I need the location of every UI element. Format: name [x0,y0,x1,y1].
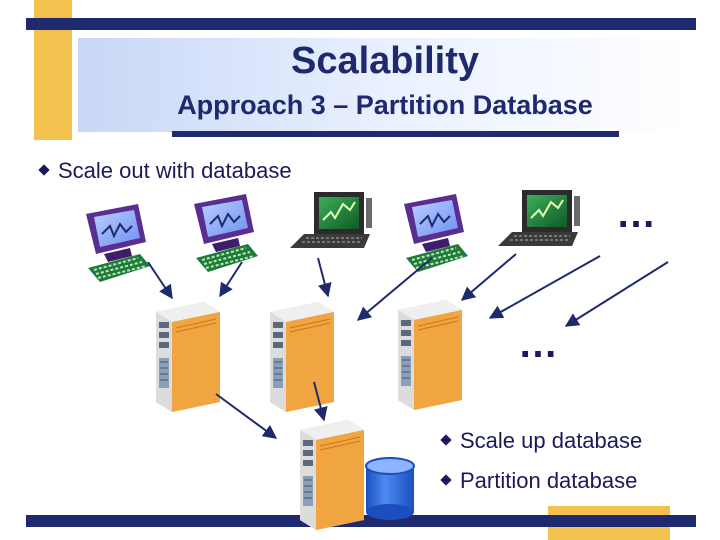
slide-subtitle: Approach 3 – Partition Database [177,90,593,120]
side-bullet-partition: Partition database [440,468,638,494]
side-bullet-text: Scale up database [460,428,643,453]
arrow-client3-server2 [317,257,332,298]
server-tower-icon [155,301,221,413]
arrow-more-clients-more-servers [564,261,669,327]
connection-arrows [147,253,669,439]
arrow-client1-server1 [147,261,173,300]
bullet-diamond-icon [440,474,452,486]
arrow-more-clients-server3 [488,255,601,319]
client-monitor-keyboard-icon [403,193,469,273]
side-bullet-scale-up: Scale up database [440,428,643,454]
arrow-client5-server3 [460,253,517,301]
server-tower-icon [269,301,335,413]
client-monitor-keyboard-icon [193,193,259,273]
more-servers-ellipsis: … [518,322,560,366]
side-bullet-text: Partition database [460,468,638,493]
server-tower-icon [299,419,365,531]
client-laptop-icon [289,191,373,249]
database-cylinder-icon [365,457,415,520]
client-laptop-icon [497,189,581,247]
arrow-client2-server1 [219,261,243,298]
server-tower-icon [397,299,463,411]
arrow-server1-bottom-server [215,393,278,439]
main-bullet: Scale out with database [38,158,292,184]
more-clients-ellipsis: … [616,192,658,236]
client-monitor-keyboard-icon [85,203,151,283]
arrow-client4-server2 [356,257,433,321]
bullet-diamond-icon [440,434,452,446]
main-bullet-text: Scale out with database [58,158,292,183]
slide-title: Scalability [291,40,479,82]
arrow-server2-bottom-server [313,381,328,422]
